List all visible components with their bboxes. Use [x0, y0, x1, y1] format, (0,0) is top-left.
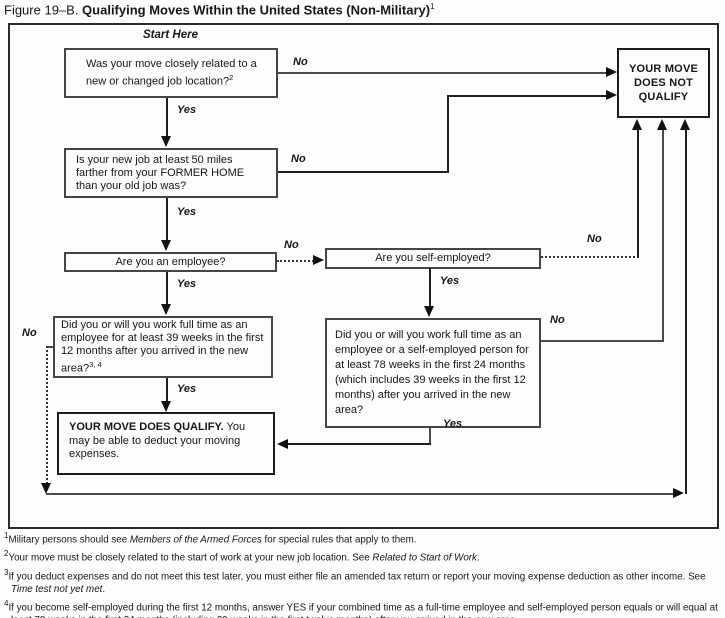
arrowhead-q6-yes-icon — [277, 439, 288, 449]
arrowhead-q2-yes-icon — [161, 240, 171, 251]
connector-right-riser — [685, 128, 687, 494]
label-no-q1: No — [293, 56, 308, 68]
flowchart-border — [8, 23, 719, 529]
decision-box-50-miles-text: Is your new job at least 50 miles farthe… — [76, 153, 245, 192]
decision-box-78-weeks: Did you or will you work full time as an… — [325, 318, 541, 428]
decision-box-job-location: Was your move closely related to a new o… — [64, 48, 278, 98]
label-yes-q3: Yes — [177, 278, 197, 290]
arrowhead-q3-yes-icon — [161, 304, 171, 315]
connector-q2-yes — [166, 198, 168, 240]
footnote-3-italic: Time test not yet met — [11, 583, 103, 595]
decision-box-job-location-text: Was your move closely related to a new o… — [86, 57, 257, 88]
footnote-2-marker: 2 — [4, 549, 9, 559]
connector-q6-no-h — [541, 340, 664, 342]
decision-box-employee-text: Are you an employee? — [115, 255, 226, 268]
connector-q5-no-h — [46, 346, 55, 348]
figure-title-main: Qualifying Moves Within the United State… — [78, 2, 431, 18]
footnote-3-text: If you deduct expenses and do not meet t… — [8, 570, 706, 582]
arrowhead-bottom-rail-icon — [673, 488, 684, 498]
footnotes: 1Military persons should see Members of … — [4, 529, 720, 618]
decision-box-job-location-footnote-ref: 2 — [229, 72, 234, 82]
footnote-1-marker: 1 — [4, 531, 9, 540]
footnote-2: 2Your move must be closely related to th… — [4, 547, 720, 564]
result-box-not-qualify-text: YOUR MOVE DOES NOT QUALIFY — [628, 63, 699, 103]
figure-title: Figure 19–B. Qualifying Moves Within the… — [4, 2, 435, 17]
label-yes-q6: Yes — [443, 418, 463, 430]
label-no-q2: No — [291, 153, 306, 165]
footnote-4-text: If you become self-employed during the f… — [8, 602, 718, 618]
arrowhead-q4-yes-icon — [424, 306, 434, 317]
label-yes-q5: Yes — [177, 383, 197, 395]
footnote-1-italic: Members of the Armed Forces — [129, 534, 262, 546]
footnote-3: 3If you deduct expenses and do not meet … — [4, 566, 720, 596]
decision-box-self-employed: Are you self-employed? — [325, 248, 541, 269]
decision-box-78-weeks-text: Did you or will you work full time as an… — [335, 329, 529, 416]
label-yes-q1: Yes — [177, 104, 197, 116]
footnote-2-tail: . — [476, 552, 480, 564]
result-box-qualify-body: You may be able to deduct your moving ex… — [69, 421, 246, 460]
decision-box-39-weeks-text: Did you or will you work full time as an… — [61, 318, 264, 375]
footnote-1-tail: for special rules that apply to them. — [261, 534, 417, 546]
label-yes-q4: Yes — [440, 275, 460, 287]
label-no-q5: No — [22, 327, 37, 339]
label-yes-q2: Yes — [177, 206, 197, 218]
arrowhead-q5-yes-icon — [161, 401, 171, 412]
arrowhead-q5-no-corner-icon — [41, 483, 51, 494]
connector-q4-no-h — [541, 256, 639, 258]
label-no-q6: No — [550, 314, 565, 326]
connector-q5-no-v — [46, 346, 48, 484]
arrowhead-q3-no-icon — [313, 255, 324, 265]
connector-q3-yes — [166, 272, 168, 306]
arrowhead-q4-no-icon — [632, 119, 642, 130]
start-here-label: Start Here — [143, 29, 198, 41]
connector-q4-yes — [429, 268, 431, 308]
arrowhead-q2-no-icon — [606, 90, 617, 100]
footnote-3-marker: 3 — [4, 567, 9, 577]
connector-q1-yes — [166, 98, 168, 138]
connector-q1-no — [278, 72, 607, 74]
figure-title-prefix: Figure 19–B. — [4, 2, 79, 18]
connector-q6-yes-h — [288, 443, 431, 445]
arrowhead-q1-no-icon — [606, 67, 617, 77]
connector-bottom-rail — [46, 493, 674, 495]
decision-box-employee: Are you an employee? — [64, 252, 277, 272]
decision-box-39-weeks-footnote-ref: 3, 4 — [89, 359, 102, 369]
arrowhead-right-riser-icon — [680, 119, 690, 130]
connector-q5-yes — [166, 378, 168, 404]
result-box-qualify-title: YOUR MOVE DOES QUALIFY. — [69, 421, 224, 433]
connector-q4-no-v — [637, 128, 639, 258]
footnote-2-italic: Related to Start of Work — [372, 552, 477, 564]
result-box-qualify: YOUR MOVE DOES QUALIFY. You may be able … — [57, 412, 275, 475]
connector-q2-no-h2 — [447, 95, 607, 97]
connector-q3-no — [277, 260, 314, 262]
figure-title-footnote-ref: 1 — [430, 2, 435, 11]
connector-q2-no-v — [447, 95, 449, 173]
arrowhead-q6-no-icon — [657, 119, 667, 130]
footnote-3-tail: . — [102, 583, 106, 595]
footnote-4-marker: 4 — [4, 598, 9, 608]
connector-q6-no-v — [662, 128, 664, 342]
footnote-1-text: Military persons should see — [8, 534, 130, 546]
decision-box-self-employed-text: Are you self-employed? — [375, 252, 491, 264]
footnote-1: 1Military persons should see Members of … — [4, 529, 720, 546]
arrowhead-q1-yes-icon — [161, 136, 171, 147]
decision-box-39-weeks: Did you or will you work full time as an… — [53, 316, 273, 378]
result-box-not-qualify: YOUR MOVE DOES NOT QUALIFY — [617, 48, 710, 118]
footnote-2-text: Your move must be closely related to the… — [8, 552, 373, 564]
label-no-q3: No — [284, 239, 299, 251]
label-no-q4: No — [587, 233, 602, 245]
connector-q6-yes-v — [429, 428, 431, 445]
decision-box-50-miles: Is your new job at least 50 miles farthe… — [64, 148, 278, 198]
footnote-4: 4If you become self-employed during the … — [4, 597, 720, 618]
connector-q2-no-h1 — [278, 171, 449, 173]
